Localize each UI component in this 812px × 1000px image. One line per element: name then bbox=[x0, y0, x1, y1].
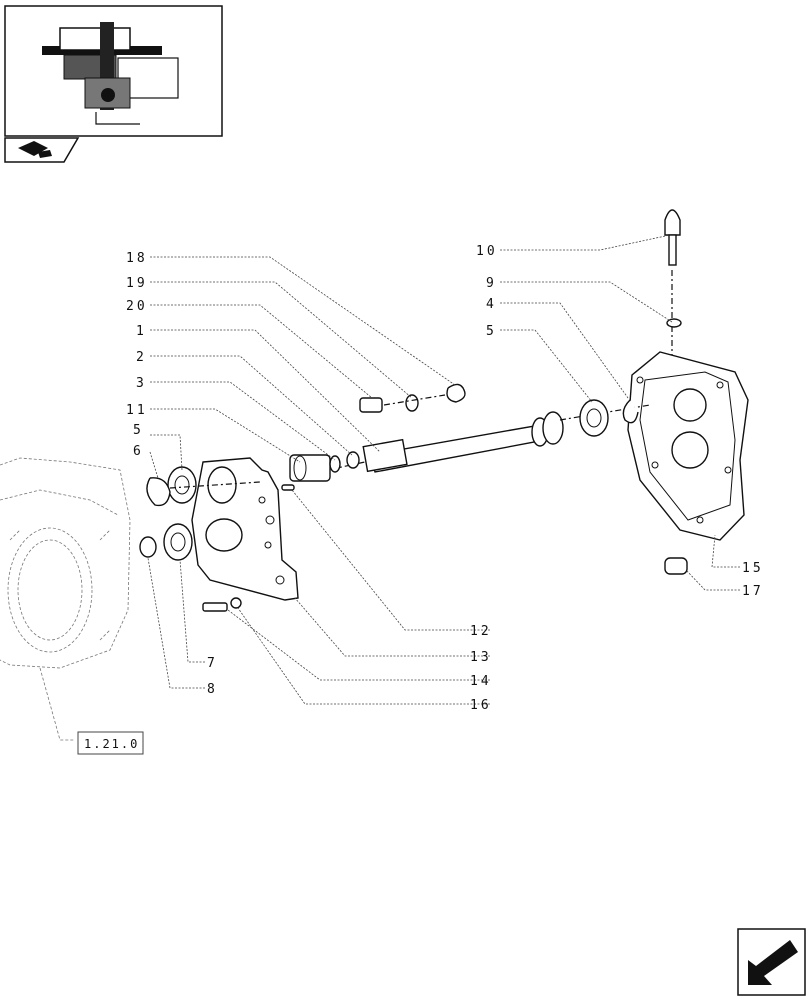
callout-15: 15 bbox=[742, 561, 764, 576]
callout-18: 18 bbox=[126, 251, 148, 266]
callout-8: 8 bbox=[207, 682, 218, 697]
washer-16 bbox=[230, 597, 242, 609]
axis-left bbox=[169, 481, 261, 489]
next-page-arrow-icon[interactable] bbox=[737, 928, 806, 996]
bolt-14 bbox=[202, 602, 228, 612]
exploded-assembly-thumbnail bbox=[42, 22, 179, 125]
detent-group bbox=[359, 383, 466, 413]
rear-gear-housing bbox=[627, 351, 749, 541]
callout-11: 11 bbox=[126, 403, 148, 418]
reference-label: 1.21.0 bbox=[84, 737, 139, 751]
leader-lines bbox=[147, 234, 740, 705]
callout-19: 19 bbox=[126, 276, 148, 291]
thumbnail-panel[interactable] bbox=[4, 5, 223, 137]
callout-10: 10 bbox=[476, 244, 498, 259]
pin-12 bbox=[281, 484, 295, 491]
reference-link-1-21-0[interactable]: 1.21.0 bbox=[77, 731, 144, 755]
callout-16: 16 bbox=[470, 698, 492, 713]
callout-2: 2 bbox=[136, 350, 147, 365]
section-flag-icon[interactable] bbox=[4, 137, 80, 163]
bearing-5-front bbox=[167, 466, 197, 504]
ring-3 bbox=[329, 455, 341, 473]
callout-12: 12 bbox=[470, 624, 492, 639]
callout-5-front: 5 bbox=[133, 423, 144, 438]
callout-labels: 18 19 20 1 2 3 11 5 6 10 9 4 5 15 17 12 … bbox=[126, 244, 764, 713]
bearing-7 bbox=[163, 523, 193, 561]
bushing-8 bbox=[139, 536, 157, 558]
callout-13: 13 bbox=[470, 650, 492, 665]
front-cover-plate bbox=[191, 457, 299, 601]
sleeve-11 bbox=[289, 454, 331, 482]
circlip-6 bbox=[146, 477, 171, 507]
callout-14: 14 bbox=[470, 674, 492, 689]
callout-9: 9 bbox=[486, 276, 497, 291]
callout-20: 20 bbox=[126, 299, 148, 314]
transmission-housing-ghost bbox=[0, 457, 131, 741]
callout-17: 17 bbox=[742, 584, 764, 599]
washer-9 bbox=[666, 318, 682, 328]
circlip-4 bbox=[622, 399, 639, 424]
callout-3: 3 bbox=[136, 376, 147, 391]
callout-4: 4 bbox=[486, 297, 497, 312]
callout-6: 6 bbox=[133, 444, 144, 459]
main-shaft bbox=[289, 404, 651, 479]
callout-7: 7 bbox=[207, 656, 218, 671]
bearing-5-rear bbox=[579, 399, 609, 437]
callout-1: 1 bbox=[136, 324, 147, 339]
plug-17 bbox=[664, 557, 688, 575]
callout-5-rear: 5 bbox=[486, 324, 497, 339]
spring-2 bbox=[346, 451, 360, 469]
screw-10 bbox=[664, 209, 681, 355]
